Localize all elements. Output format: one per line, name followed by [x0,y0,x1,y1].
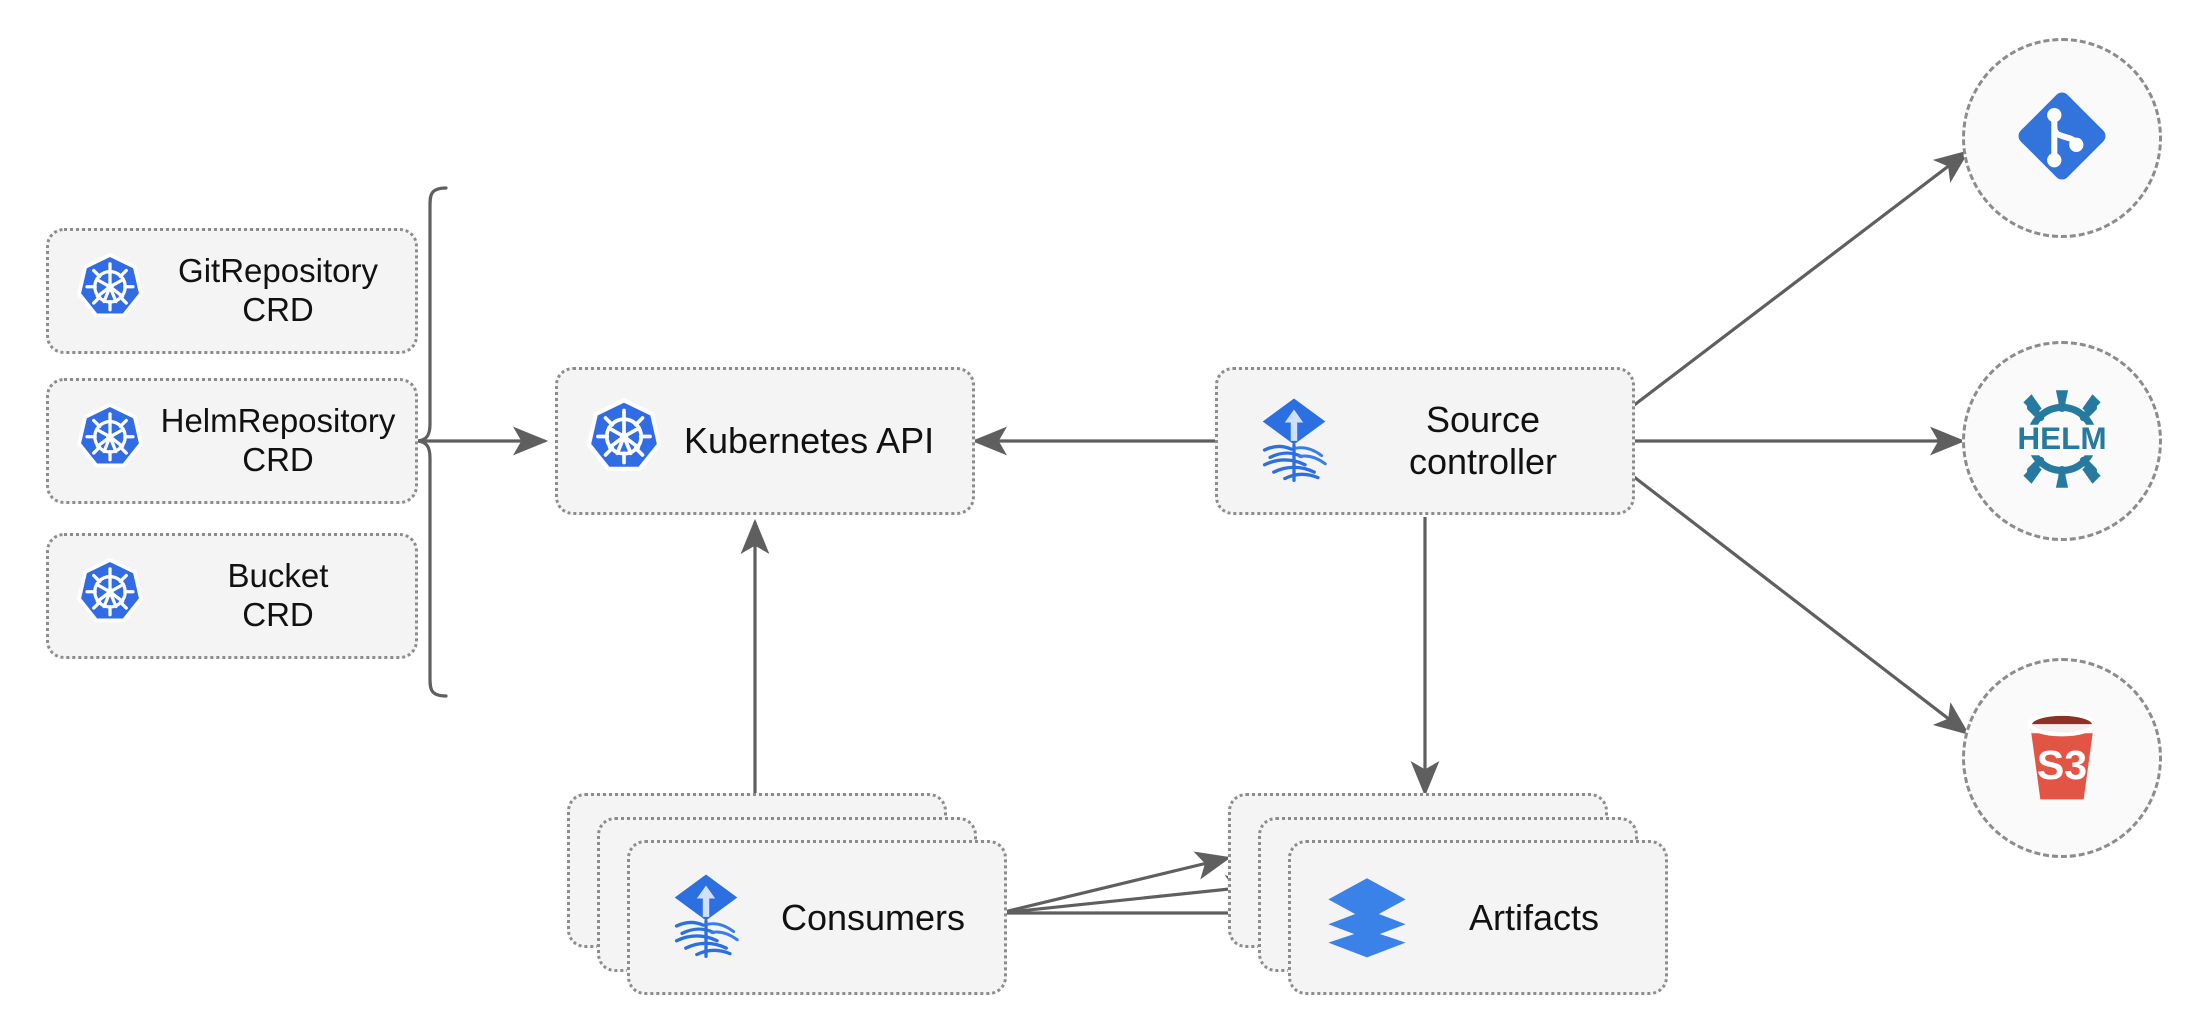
edge-source-to-git [1624,150,1970,414]
crd-label: Bucket CRD [227,557,329,633]
crd-label: GitRepository CRD [178,252,378,328]
flux-icon [1248,393,1340,490]
s3-bucket-icon: S3 [2005,699,2119,818]
edge-consumers-to-artifacts-1 [999,851,1232,915]
git-target-node[interactable] [1962,38,2162,238]
s3-target-node[interactable]: S3 [1962,658,2162,858]
kubernetes-icon [73,252,147,331]
kubernetes-api-label: Kubernetes API [684,419,935,461]
flux-icon [660,869,752,966]
layers-icon [1321,869,1413,966]
crd-bracket [417,186,549,698]
gitrepository-crd-node[interactable]: GitRepository CRD [46,228,418,354]
source-controller-node[interactable]: Source controller [1215,367,1635,515]
consumers-label: Consumers [780,896,966,938]
kubernetes-api-node[interactable]: Kubernetes API [555,367,975,515]
consumers-node[interactable]: Consumers [627,840,1007,995]
kubernetes-icon [582,397,666,486]
artifacts-label: Artifacts [1468,896,1600,938]
kubernetes-icon [73,402,147,481]
bucket-crd-node[interactable]: Bucket CRD [46,533,418,659]
crd-label: HelmRepository CRD [160,402,396,478]
edge-source-to-s3 [1624,468,1970,735]
kubernetes-icon [73,557,147,636]
helm-icon: HELM [2001,378,2123,505]
s3-label: S3 [2037,741,2087,787]
artifacts-node[interactable]: Artifacts [1288,840,1668,995]
helmrepository-crd-node[interactable]: HelmRepository CRD [46,378,418,504]
source-controller-label: Source controller [1408,398,1558,482]
git-icon [2007,81,2117,196]
edge-consumers-to-artifacts-2 [999,875,1262,915]
helm-target-node[interactable]: HELM [1962,341,2162,541]
helm-label: HELM [2017,420,2106,456]
